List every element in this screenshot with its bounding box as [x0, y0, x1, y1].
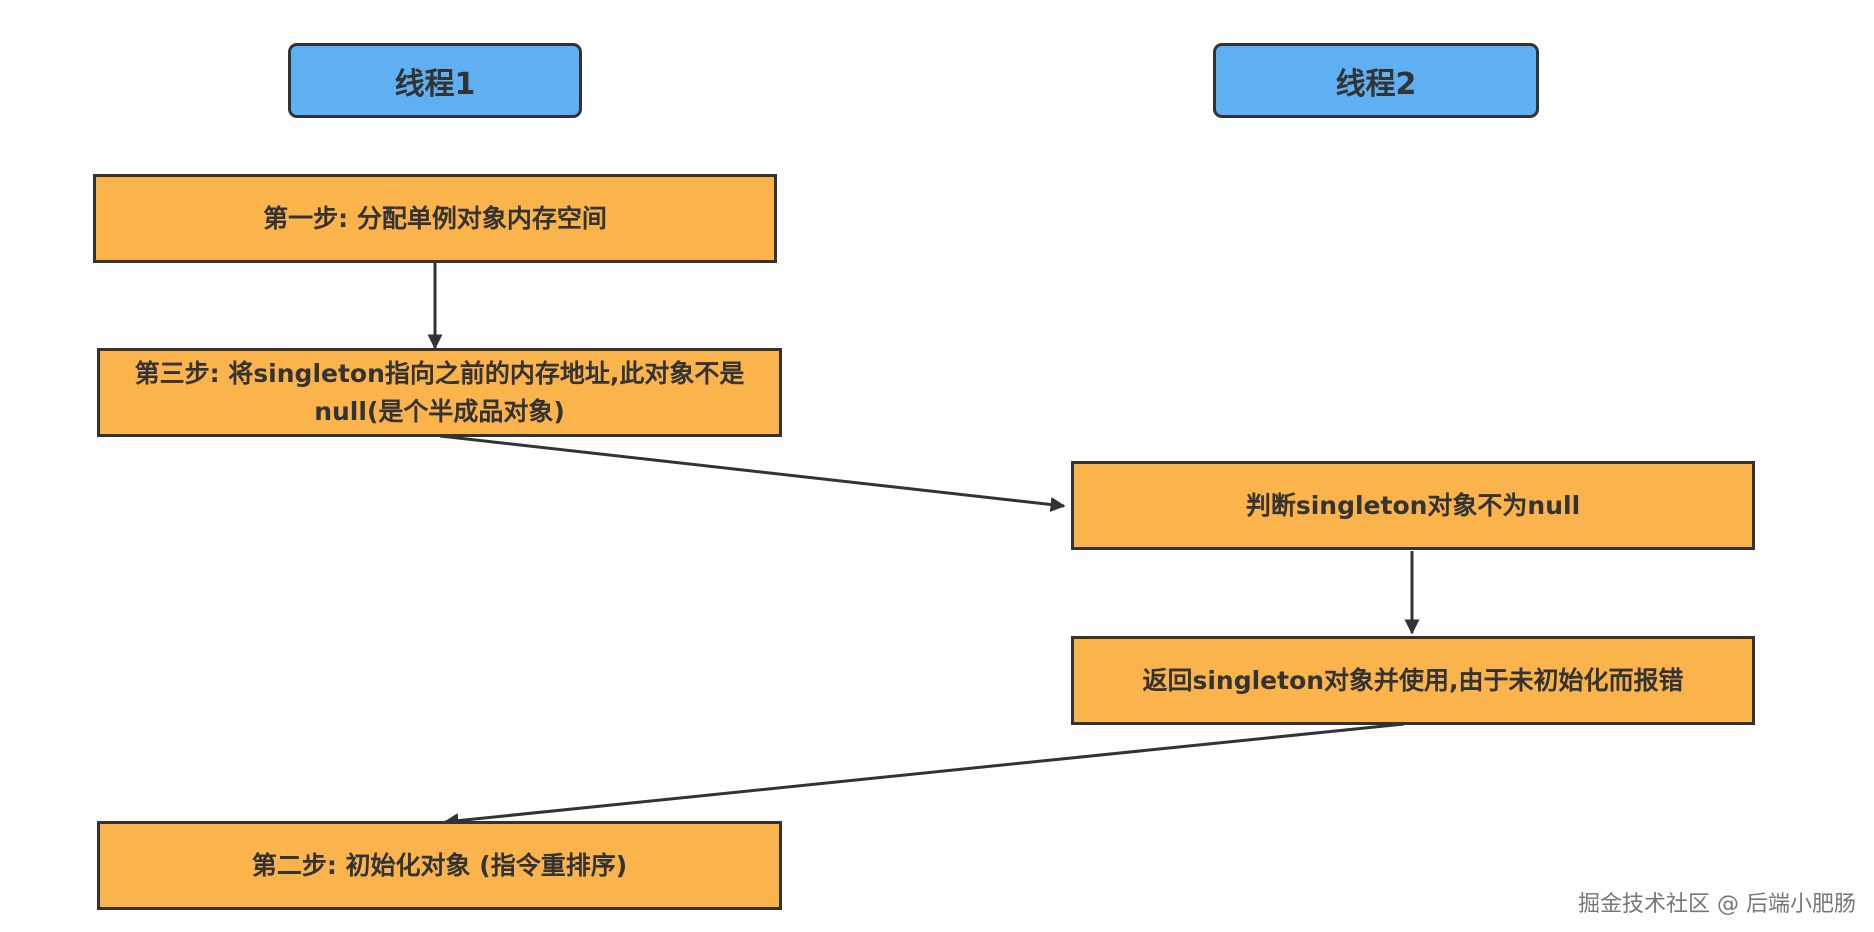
step-2-box: 第二步: 初始化对象 (指令重排序): [97, 821, 782, 910]
arrow-step3-to-check: [439, 434, 1066, 512]
use-object-label: 返回singleton对象并使用,由于未初始化而报错: [1142, 665, 1684, 695]
check-null-box: 判断singleton对象不为null: [1071, 461, 1755, 550]
thread-2-label: 线程2: [1335, 66, 1417, 102]
thread-1-label: 线程1: [394, 66, 476, 102]
step-1-box: 第一步: 分配单例对象内存空间: [93, 174, 777, 263]
use-object-box: 返回singleton对象并使用,由于未初始化而报错: [1071, 636, 1755, 725]
step-3-box: 第三步: 将singleton指向之前的内存地址,此对象不是null(是个半成品…: [97, 348, 782, 437]
thread-2-header: 线程2: [1213, 43, 1539, 118]
step-3-label: 第三步: 将singleton指向之前的内存地址,此对象不是null(是个半成品…: [134, 358, 745, 426]
check-null-label: 判断singleton对象不为null: [1245, 490, 1581, 520]
step-2-label: 第二步: 初始化对象 (指令重排序): [251, 850, 628, 880]
step-1-label: 第一步: 分配单例对象内存空间: [263, 203, 607, 233]
arrow-use-to-step2: [443, 722, 1405, 829]
thread-1-header: 线程1: [288, 43, 582, 118]
watermark-text: 掘金技术社区 @ 后端小肥肠: [1578, 892, 1856, 917]
